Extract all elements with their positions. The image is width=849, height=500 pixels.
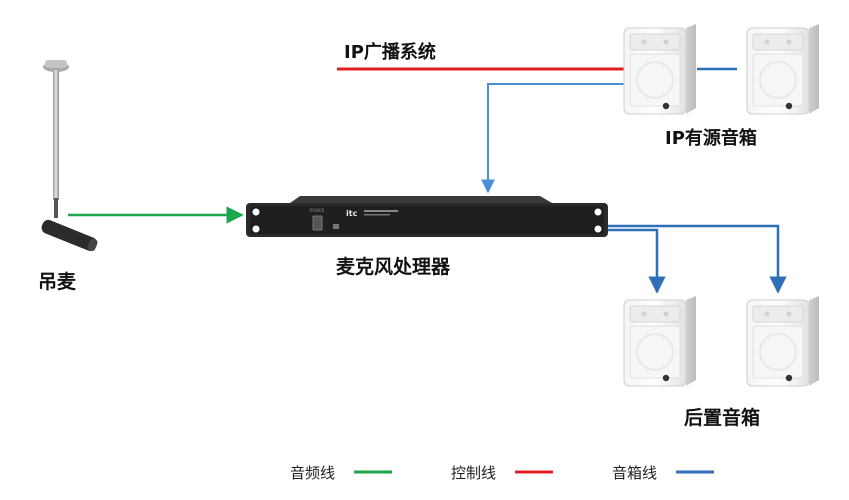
processor-to-rear-left-line — [608, 228, 666, 294]
legend-speaker-label: 音箱线 — [612, 464, 658, 482]
processor-to-rear-right-line — [608, 224, 787, 294]
mic-processor-device: POWER itc — [246, 196, 608, 237]
svg-text:POWER: POWER — [310, 208, 325, 213]
rear-speaker-right-icon — [746, 295, 820, 387]
legend-control-label: 控制线 — [451, 464, 497, 482]
legend-audio-label: 音频线 — [290, 464, 336, 482]
ip-broadcast-label: IP广播系统 — [344, 42, 436, 63]
pendant-microphone-icon — [41, 60, 98, 251]
ip-active-speaker-label: IP有源音箱 — [665, 128, 757, 149]
mic-processor-label: 麦克风处理器 — [336, 256, 451, 278]
speaker-to-processor-line — [481, 83, 624, 194]
rear-speaker-label: 后置音箱 — [684, 407, 761, 429]
ip-active-speaker-left-icon — [623, 23, 697, 115]
pendant-mic-label: 吊麦 — [38, 271, 77, 293]
brand-logo: itc — [346, 209, 358, 218]
rear-speaker-left-icon — [623, 295, 697, 387]
ip-active-speaker-right-icon — [746, 23, 820, 115]
